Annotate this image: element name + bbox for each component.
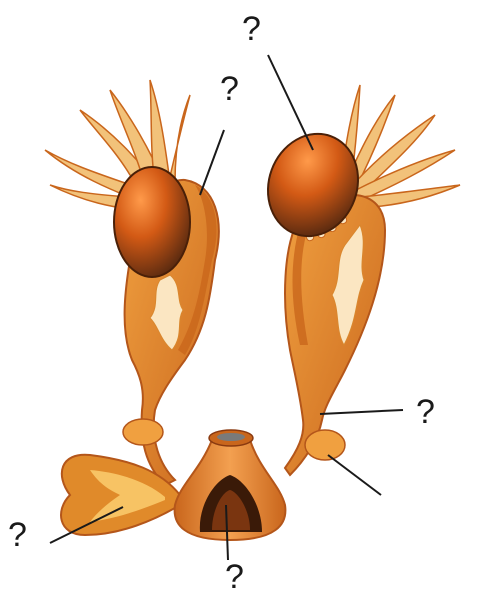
- label-top-left: ?: [220, 72, 239, 106]
- label-bottom-center: ?: [225, 560, 244, 594]
- label-top-right: ?: [242, 12, 261, 46]
- leader-mid-right: [320, 410, 403, 414]
- leader-top-left: [200, 130, 224, 195]
- leader-bottom-right: [328, 455, 381, 495]
- leader-top-right: [268, 55, 313, 150]
- label-mid-right: ?: [416, 395, 435, 429]
- center-top-hole: [217, 433, 245, 441]
- right-small-bulb: [305, 430, 345, 460]
- left-ovary: [114, 167, 190, 277]
- label-bottom-left: ?: [8, 518, 27, 552]
- left-small-bulb: [123, 419, 163, 445]
